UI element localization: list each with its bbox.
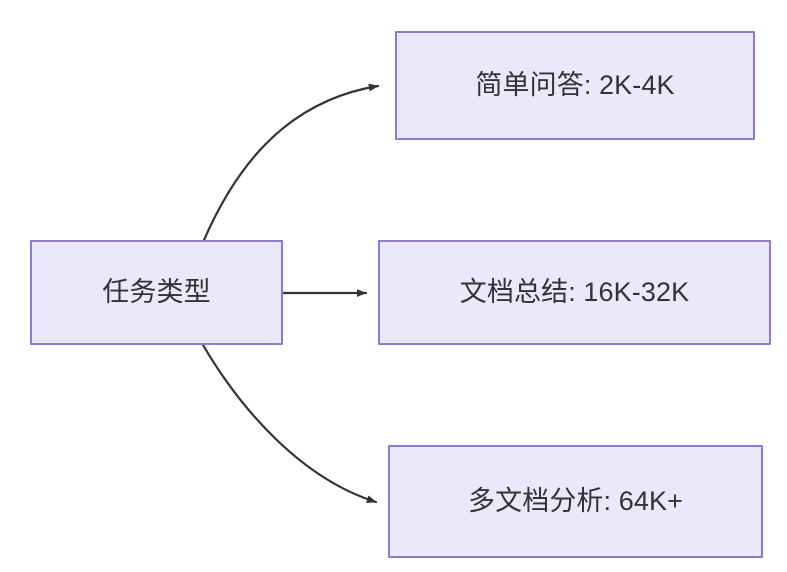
node-multi-doc-label: 多文档分析: 64K+ bbox=[468, 486, 683, 517]
edge-root-to-multi-doc bbox=[201, 343, 378, 504]
node-simple-qa-label: 简单问答: 2K-4K bbox=[475, 70, 675, 101]
node-task-type[interactable]: 任务类型 bbox=[30, 240, 283, 345]
node-multi-doc[interactable]: 多文档分析: 64K+ bbox=[388, 445, 763, 558]
node-doc-summary-label: 文档总结: 16K-32K bbox=[459, 277, 690, 308]
node-task-type-label: 任务类型 bbox=[102, 277, 211, 308]
node-doc-summary[interactable]: 文档总结: 16K-32K bbox=[378, 240, 771, 345]
node-simple-qa[interactable]: 简单问答: 2K-4K bbox=[395, 31, 755, 140]
edge-root-to-simple-qa bbox=[202, 83, 380, 242]
